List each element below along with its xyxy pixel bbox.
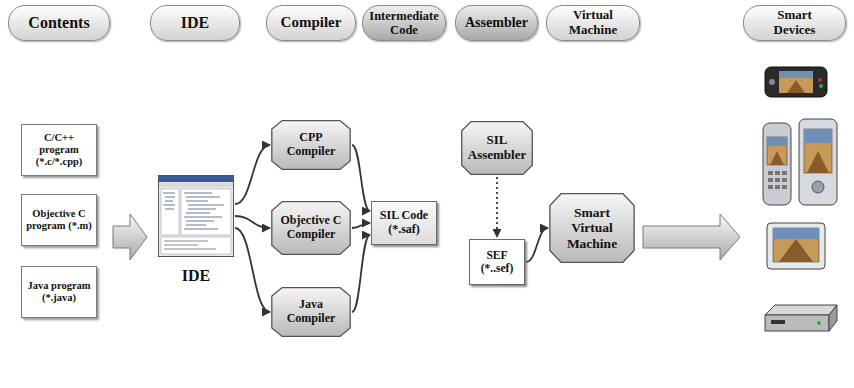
column-header: Contents: [8, 5, 110, 41]
program-file-box: Objective C program (*.m): [21, 194, 97, 246]
pda-device: [799, 119, 837, 205]
ide-window: IDE: [158, 175, 234, 285]
octagon-shape: [272, 288, 350, 337]
ide-screenshot: [158, 175, 234, 257]
octagon-shape: [272, 202, 350, 255]
connector-arrow: [352, 235, 370, 312]
connector-arrow: [352, 223, 370, 228]
column-header: Intermediate Code: [362, 5, 446, 41]
block-arrow: [643, 214, 740, 260]
program-file-box: Java program (*.java): [21, 266, 97, 318]
column-header: Assembler: [455, 5, 538, 41]
file-label: Java program (*.java): [26, 280, 92, 304]
connector-arrow: [235, 228, 270, 312]
file-label: C/C++ program (*.c/*.cpp): [26, 132, 92, 168]
tool-label: SIL Assembler: [468, 133, 526, 163]
header-label: Contents: [28, 14, 89, 32]
column-header: Compiler: [266, 5, 356, 41]
header-label: Smart Devices: [757, 8, 833, 38]
tool-octagon: Objective C Compiler: [271, 201, 351, 255]
column-panel: ContentsC/C++ program (*.c/*.cpp) Objecti…: [8, 5, 110, 385]
portable-player: [767, 223, 825, 269]
tool-label: Smart Virtual Machine: [557, 205, 627, 252]
file-label: SIL Code (*.saf): [376, 209, 432, 237]
file-label: Objective C program (*.m): [26, 208, 92, 232]
connector-arrow: [235, 145, 270, 204]
header-label: Compiler: [281, 14, 342, 31]
column-header: Virtual Machine: [546, 5, 640, 41]
mobile-phone: [763, 123, 791, 205]
tool-octagon: Java Compiler: [271, 287, 351, 337]
tool-octagon: Smart Virtual Machine: [549, 193, 635, 263]
tool-label: Java Compiler: [279, 298, 343, 326]
column-panel: Intermediate CodeSIL Code (*.saf): [362, 5, 446, 385]
connector-arrow: [352, 145, 370, 211]
column-body: [150, 53, 240, 385]
connector-arrow: [496, 177, 498, 237]
file-label: SEF (*..sef): [474, 249, 520, 275]
column-body: [743, 53, 846, 385]
file-box: SEF (*..sef): [469, 239, 525, 285]
column-body: [455, 53, 538, 385]
octagon-shape: [272, 121, 350, 170]
ide-label: IDE: [158, 267, 234, 285]
tool-octagon: SIL Assembler: [461, 121, 533, 175]
header-label: IDE: [181, 14, 209, 32]
tool-label: Objective C Compiler: [279, 214, 343, 242]
tool-octagon: CPP Compiler: [271, 120, 351, 170]
column-panel: Virtual MachineSmart Virtual Machine: [546, 5, 640, 385]
column-header: Smart Devices: [743, 5, 846, 41]
smart-devices-illustration: [743, 53, 846, 385]
column-panel: IDE IDE: [150, 5, 240, 385]
program-file-box: C/C++ program (*.c/*.cpp): [21, 124, 97, 176]
column-panel: AssemblerSIL AssemblerSEF (*..sef): [455, 5, 538, 385]
tool-label: CPP Compiler: [279, 131, 343, 159]
connector-arrow: [235, 216, 270, 228]
connector-arrow: [526, 228, 548, 262]
column-panel: CompilerCPP CompilerObjective C Compiler…: [266, 5, 356, 385]
header-label: Assembler: [465, 15, 528, 31]
column-header: IDE: [150, 5, 240, 41]
ide-image-area: [158, 175, 234, 257]
octagon-shape: [550, 194, 634, 263]
column-panel: Smart Devices: [743, 5, 846, 385]
header-label: Virtual Machine: [555, 8, 631, 38]
block-arrow: [113, 214, 147, 260]
header-label: Intermediate Code: [367, 9, 441, 38]
set-top-box: [765, 305, 837, 331]
file-box: SIL Code (*.saf): [371, 201, 437, 245]
octagon-shape: [462, 122, 533, 175]
handheld-console: [765, 67, 827, 97]
